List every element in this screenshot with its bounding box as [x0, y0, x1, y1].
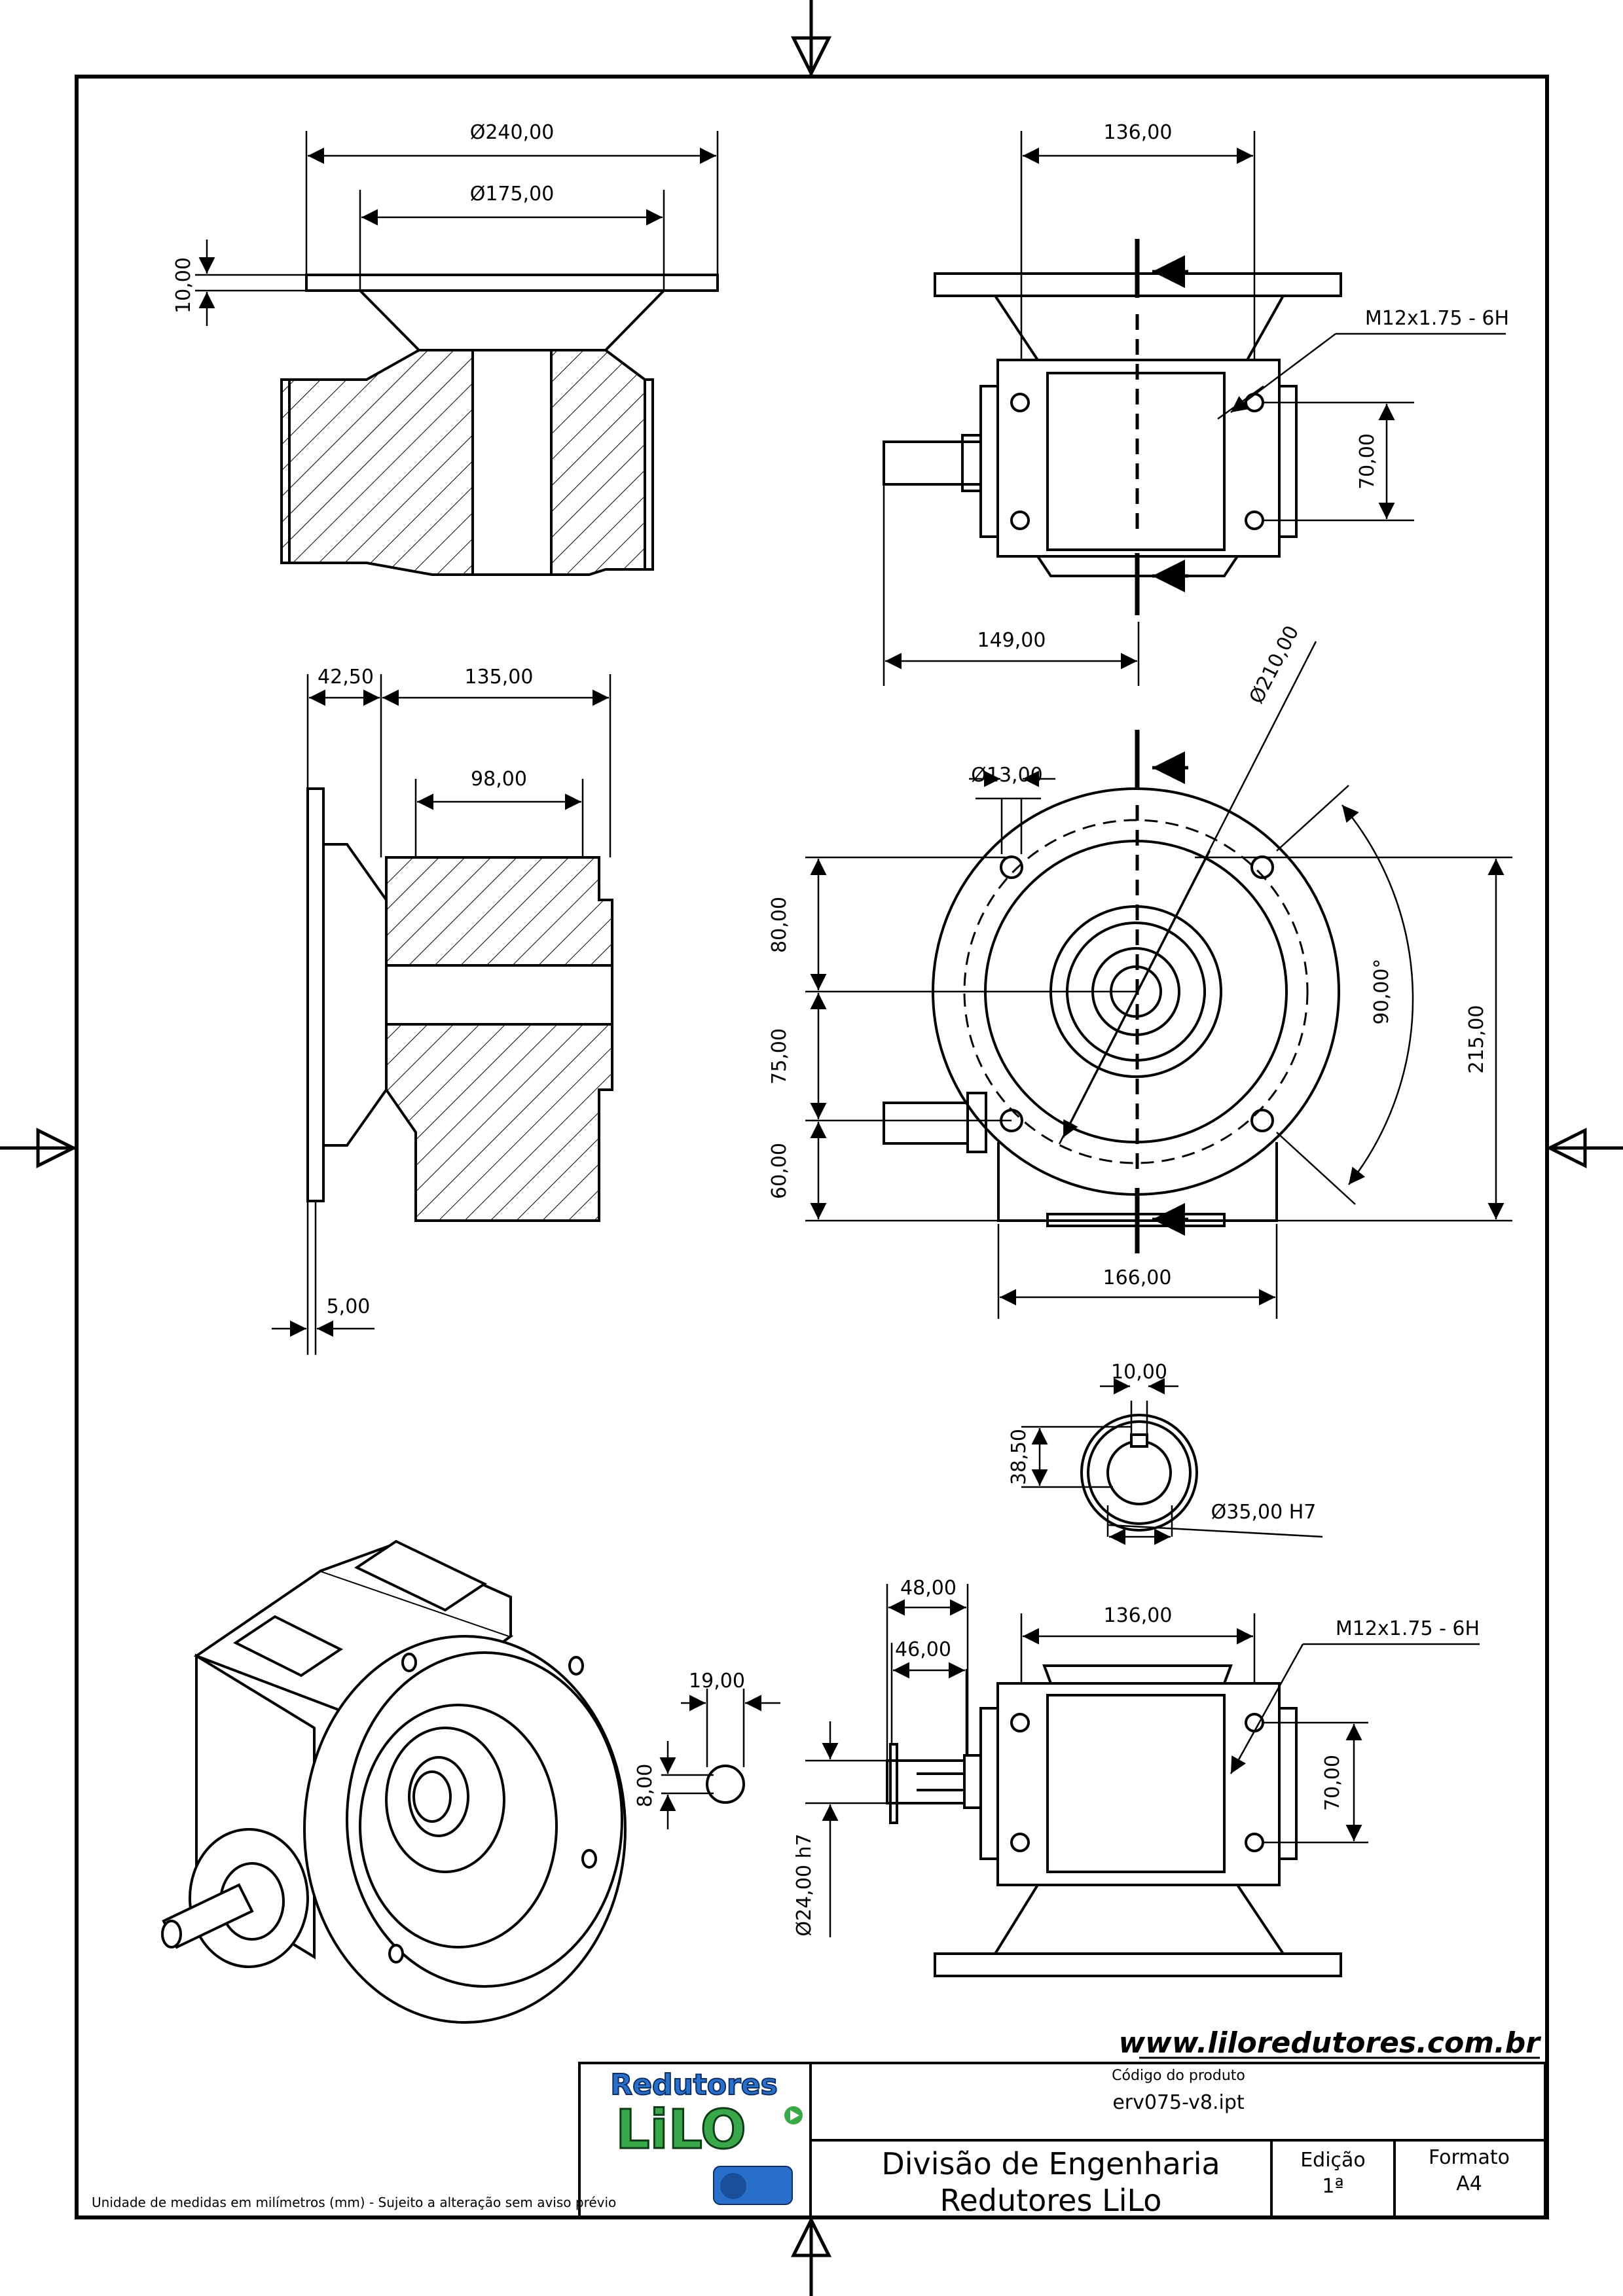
department-line1: Divisão de Engenharia: [881, 2146, 1220, 2181]
dims-top-left: [195, 131, 719, 326]
website-url[interactable]: www.liloredutores.com.br: [1119, 2026, 1542, 2060]
dim-flange-thickness: 10,00: [172, 257, 195, 314]
dim-bolt-circle-dia: Ø210,00: [1245, 622, 1304, 707]
side-view-top-right: [883, 272, 1342, 577]
isometric-view: [161, 1539, 627, 2024]
svg-text:LiLO: LiLO: [615, 2099, 746, 2161]
dim-hole-dia: Ø13,00: [971, 764, 1043, 787]
section-arrows-front: [1135, 730, 1188, 1253]
edition-label: Edição: [1300, 2149, 1366, 2172]
dim-key-19: 19,00: [689, 1670, 745, 1693]
front-view: [883, 787, 1340, 1227]
dim-bottom-right-width: 136,00: [1104, 1604, 1173, 1627]
dim-base-width: 166,00: [1103, 1266, 1172, 1289]
dim-shaft-46: 46,00: [895, 1638, 951, 1661]
dims-shaft-key: [659, 1689, 780, 1829]
dim-key-8: 8,00: [634, 1764, 657, 1808]
dim-top-right-thread: M12x1.75 - 6H: [1365, 307, 1509, 330]
dims-middle-left: [272, 674, 611, 1355]
dim-flange-inner-dia: Ø175,00: [470, 183, 555, 206]
dim-angle: 90,00°: [1370, 959, 1393, 1025]
section-view-middle-left: [306, 787, 613, 1222]
dim-body-length: 135,00: [465, 666, 534, 689]
dim-bottom-right-hole-spacing: 70,00: [1321, 1755, 1344, 1811]
dim-flange-offset: 42,50: [318, 666, 374, 689]
dim-bottom-right-thread: M12x1.75 - 6H: [1336, 1617, 1480, 1640]
department-line2: Redutores LiLo: [940, 2183, 1162, 2218]
format-label: Formato: [1429, 2146, 1510, 2169]
format-value: A4: [1456, 2172, 1482, 2195]
dim-shaft-48: 48,00: [900, 1577, 957, 1600]
title-block-frame: [578, 2062, 1546, 2219]
dim-total-height: 215,00: [1465, 1005, 1488, 1074]
dim-height-60: 60,00: [768, 1143, 791, 1199]
dim-top-right-width: 136,00: [1104, 121, 1173, 144]
units-footnote: Unidade de medidas em milímetros (mm) - …: [92, 2195, 616, 2210]
dims-bore-detail: [1021, 1378, 1323, 1545]
company-logo: Redutores LiLO: [610, 2068, 803, 2205]
dim-height-80: 80,00: [768, 897, 791, 953]
svg-text:Redutores: Redutores: [610, 2068, 778, 2102]
bore-detail: [1080, 1414, 1198, 1532]
dim-key-width: 10,00: [1111, 1361, 1167, 1384]
dims-top-right: [883, 131, 1506, 686]
dims-bottom-right: [805, 1584, 1480, 1937]
dim-flange-outer-dia: Ø240,00: [470, 121, 555, 144]
dim-bore-length: 98,00: [471, 768, 527, 791]
dim-flange-sheet-thickness: 5,00: [327, 1295, 371, 1318]
section-arrows-top-right: [1135, 239, 1188, 615]
side-view-bottom-right: [886, 1664, 1342, 1977]
dim-top-right-hole-spacing: 70,00: [1356, 433, 1379, 490]
dim-height-75: 75,00: [768, 1028, 791, 1085]
dim-shaft-dia: Ø24,00 h7: [793, 1833, 816, 1936]
dim-top-right-shaft-length: 149,00: [977, 629, 1046, 652]
product-code: erv075-v8.ipt: [1112, 2091, 1245, 2114]
shaft-key-detail: [706, 1765, 745, 1804]
section-view-top-left: [280, 274, 719, 576]
dims-front: [805, 641, 1512, 1319]
dim-key-depth: 38,50: [1008, 1429, 1030, 1485]
product-code-label: Código do produto: [1112, 2068, 1245, 2084]
dim-bore-dia: Ø35,00 H7: [1211, 1501, 1317, 1524]
edition-value: 1ª: [1322, 2175, 1343, 2198]
